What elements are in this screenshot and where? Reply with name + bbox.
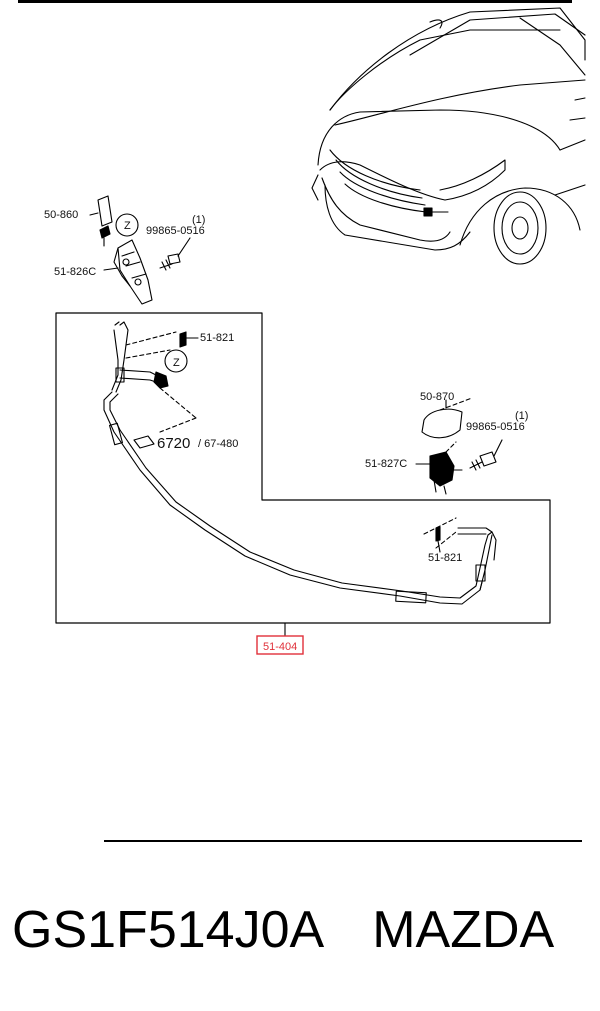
label-50-870: 50-870 <box>420 391 454 403</box>
assembly-outline-box <box>55 312 551 624</box>
label-note-1b: (1) <box>515 410 528 422</box>
label-51-821-top: 51-821 <box>200 332 234 344</box>
part-number-text: GS1F514J0A <box>12 901 325 959</box>
label-z-lower: Z <box>173 357 180 369</box>
label-z-upper: Z <box>124 220 131 232</box>
label-51-826c: 51-826C <box>54 266 96 278</box>
label-50-860: 50-860 <box>44 209 78 221</box>
callout-labels: 50-860 Z (1) 99865-0516 51-826C 51-821 Z… <box>44 209 528 655</box>
label-99865-0516-a: 99865-0516 <box>146 225 205 237</box>
label-6720: 6720 <box>157 435 190 452</box>
caption-divider-line <box>104 840 582 842</box>
caption: GS1F514J0A MAZDA <box>12 900 592 960</box>
ref-arrow-6720 <box>133 435 155 449</box>
label-51-404: 51-404 <box>263 641 297 653</box>
label-67-480: / 67-480 <box>198 438 238 450</box>
brand-text: MAZDA <box>372 901 555 959</box>
label-51-821-bottom: 51-821 <box>428 552 462 564</box>
car-front-illustration <box>311 7 586 265</box>
bracket-assembly-upper <box>89 195 191 305</box>
hose-assembly <box>103 321 497 605</box>
nozzle-assembly-right <box>415 399 503 495</box>
highlight-box-51-404 <box>256 635 304 655</box>
label-51-827c: 51-827C <box>365 458 407 470</box>
label-99865-0516-b: 99865-0516 <box>466 421 525 433</box>
label-note-1a: (1) <box>192 214 205 226</box>
top-border-line <box>18 0 572 3</box>
